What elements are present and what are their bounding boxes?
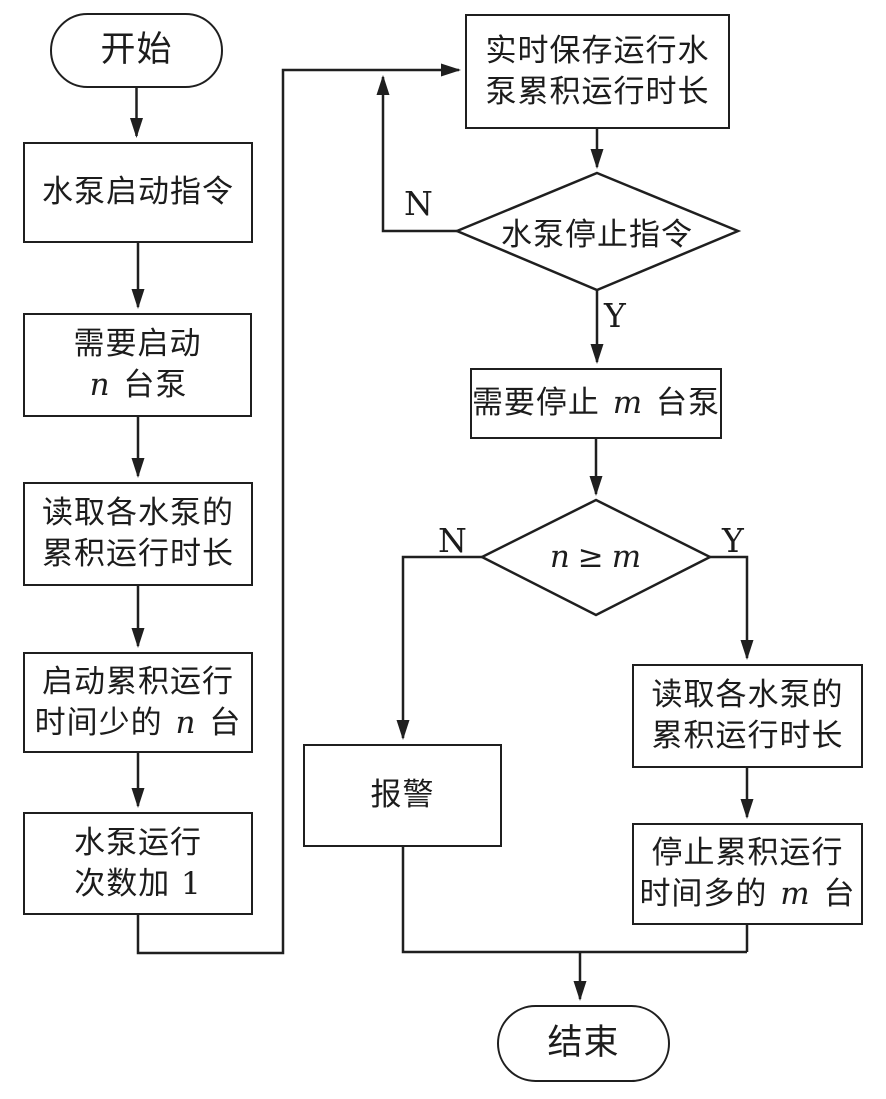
need-start-line2-rest: 台泵 [112, 367, 188, 403]
node-start-terminal: 开始 [50, 13, 223, 88]
stop-decision-text: 水泵停止指令 [501, 216, 693, 253]
stop-most-line1: 停止累积运行 [651, 835, 844, 872]
branch-label-compare-no: N [438, 521, 467, 560]
branch-label-stop-no: N [404, 184, 433, 223]
node-alarm: 报警 [303, 744, 502, 847]
decision-n-ge-m-label: n≥m [496, 537, 696, 577]
node-read-runtime-left: 读取各水泵的 累积运行时长 [23, 482, 253, 586]
variable-m: m [611, 539, 643, 575]
need-stop-pre: 需要停止 [471, 385, 611, 422]
node-run-count-increment: 水泵运行 次数加 1 [23, 812, 253, 915]
edge-stop-decision-no-feedback [376, 74, 457, 233]
start-least-line2: 时间少的 n 台 [35, 703, 242, 744]
node-need-start-n-pumps: 需要启动 n 台泵 [23, 313, 252, 417]
save-runtime-line2: 泵累积运行时长 [485, 73, 710, 110]
node-end-terminal: 结束 [497, 1005, 670, 1082]
start-least-line1: 启动累积运行 [42, 663, 234, 700]
stop-most-line2-pre: 时间多的 [639, 876, 779, 912]
read-runtime-left-line1: 读取各水泵的 [42, 495, 234, 532]
variable-m: m [612, 385, 644, 422]
need-stop-post: 台泵 [645, 385, 721, 422]
start-label: 开始 [100, 30, 173, 71]
pump-start-command-label: 水泵启动指令 [42, 174, 234, 211]
edge-alarm-join [401, 847, 747, 954]
node-pump-start-command: 水泵启动指令 [23, 142, 253, 243]
start-least-line2-pre: 时间少的 [34, 704, 174, 741]
read-runtime-left-line2: 累积运行时长 [42, 536, 234, 572]
end-label: 结束 [547, 1023, 620, 1064]
run-count-line2: 次数加 1 [74, 865, 202, 902]
variable-n: n [549, 539, 571, 575]
edge-loop-to-save-runtime [136, 63, 462, 955]
read-runtime-right-line1: 读取各水泵的 [651, 677, 844, 714]
ge-operator: ≥ [577, 539, 605, 575]
branch-label-compare-yes: Y [722, 521, 744, 560]
decision-stop-command-label: 水泵停止指令 [467, 211, 727, 253]
need-start-line2: n 台泵 [88, 365, 188, 406]
need-stop-label: 需要停止 m 台泵 [472, 383, 720, 424]
stop-most-line2: 时间多的 m 台 [639, 874, 855, 915]
read-runtime-right-line2: 累积运行时长 [651, 718, 844, 754]
variable-m: m [780, 876, 811, 912]
node-stop-most-runtime: 停止累积运行 时间多的 m 台 [632, 823, 863, 925]
edge-compare-yes-to-read-right [710, 555, 754, 661]
node-read-runtime-right: 读取各水泵的 累积运行时长 [632, 664, 863, 768]
node-start-least-runtime: 启动累积运行 时间少的 n 台 [23, 652, 253, 753]
node-need-stop-m-pumps: 需要停止 m 台泵 [470, 368, 722, 439]
start-least-line2-post: 台 [198, 704, 242, 741]
save-runtime-line1: 实时保存运行水 [485, 32, 710, 69]
run-count-line1: 水泵运行 [74, 824, 202, 861]
need-start-line1: 需要启动 [73, 326, 202, 363]
node-save-runtime: 实时保存运行水 泵累积运行时长 [465, 14, 730, 129]
edge-compare-no-to-alarm [396, 555, 482, 741]
variable-n: n [175, 704, 197, 741]
alarm-label: 报警 [370, 777, 435, 814]
variable-n: n [89, 367, 111, 403]
decision-n-ge-m-shape [479, 498, 713, 617]
branch-label-stop-yes: Y [604, 296, 626, 335]
stop-most-line2-post: 台 [812, 876, 856, 912]
